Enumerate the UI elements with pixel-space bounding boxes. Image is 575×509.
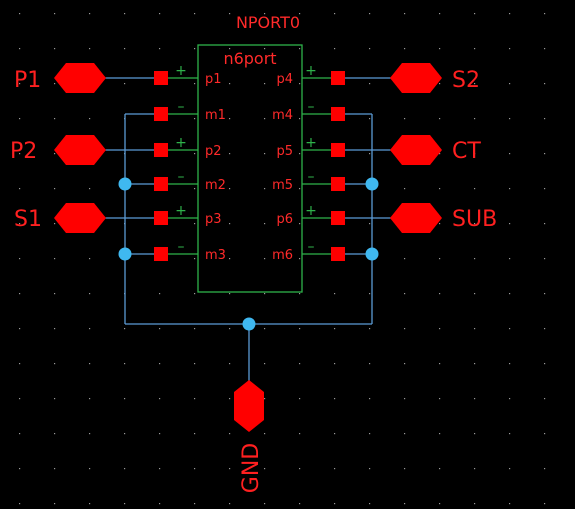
- pin-p4[interactable]: [331, 71, 345, 85]
- pin-polarity: +: [305, 135, 317, 151]
- cell-name: n6port: [223, 49, 276, 68]
- pin-m5[interactable]: [331, 177, 345, 191]
- pin-polarity: +: [305, 203, 317, 219]
- pin-m6[interactable]: [331, 247, 345, 261]
- pin-polarity: –: [178, 169, 185, 185]
- ports: P1 P2 S1 S2 CT SUB GND: [10, 63, 497, 493]
- port-label-sub: SUB: [452, 207, 497, 232]
- port-s2[interactable]: [390, 63, 442, 93]
- port-label-p1: P1: [14, 68, 41, 93]
- pin-m1[interactable]: [154, 107, 168, 121]
- pin-polarity: –: [308, 169, 315, 185]
- port-ct[interactable]: [390, 135, 442, 165]
- pin-polarity: +: [305, 63, 317, 79]
- pin-label-m4: m4: [272, 108, 293, 123]
- port-p2[interactable]: [54, 135, 106, 165]
- symbol-body[interactable]: [197, 44, 303, 293]
- pin-m4[interactable]: [331, 107, 345, 121]
- port-label-s1: S1: [14, 207, 42, 232]
- pin-polarity: –: [178, 99, 185, 115]
- pin-polarity: –: [308, 99, 315, 115]
- pin-label-m1: m1: [205, 108, 226, 123]
- pin-label-m3: m3: [205, 248, 226, 263]
- pin-label-p1: p1: [205, 72, 222, 87]
- port-label-gnd: GND: [239, 443, 264, 493]
- pin-polarity: –: [308, 239, 315, 255]
- port-p1[interactable]: [54, 63, 106, 93]
- left-pins: + p1 – m1 + p2 – m2 + p3 – m3: [154, 63, 226, 263]
- junction-dot: [242, 317, 256, 331]
- n6port-symbol[interactable]: NPORT0 n6port +p1–m1+p2–m2+p3–m3 +p4–m4+…: [154, 13, 345, 293]
- junctions: [118, 177, 379, 331]
- pin-label-m2: m2: [205, 178, 226, 193]
- port-label-p2: P2: [10, 139, 37, 164]
- port-sub[interactable]: [390, 203, 442, 233]
- pin-m3[interactable]: [154, 247, 168, 261]
- right-pins: +p4–m4+p5–m5+p6–m6: [272, 63, 345, 263]
- junction-dot: [118, 177, 132, 191]
- pin-label-p3: p3: [205, 212, 222, 227]
- pin-p5[interactable]: [331, 143, 345, 157]
- pin-label-m5: m5: [272, 178, 293, 193]
- pin-p1[interactable]: [154, 71, 168, 85]
- pin-label-p6: p6: [276, 212, 293, 227]
- pin-label-p2: p2: [205, 144, 222, 159]
- port-gnd[interactable]: [234, 380, 264, 432]
- junction-dot: [365, 247, 379, 261]
- pin-label-m6: m6: [272, 248, 293, 263]
- pin-label-p4: p4: [276, 72, 293, 87]
- pin-p3[interactable]: [154, 211, 168, 225]
- pin-p6[interactable]: [331, 211, 345, 225]
- pin-label-p5: p5: [276, 144, 293, 159]
- pin-p2[interactable]: [154, 143, 168, 157]
- port-s1[interactable]: [54, 203, 106, 233]
- junction-dot: [365, 177, 379, 191]
- pin-polarity: +: [175, 135, 187, 151]
- junction-dot: [118, 247, 132, 261]
- port-label-ct: CT: [452, 139, 481, 164]
- port-label-s2: S2: [452, 68, 480, 93]
- pin-polarity: –: [178, 239, 185, 255]
- pin-m2[interactable]: [154, 177, 168, 191]
- pin-polarity: +: [175, 63, 187, 79]
- instance-name: NPORT0: [236, 13, 300, 32]
- pin-polarity: +: [175, 203, 187, 219]
